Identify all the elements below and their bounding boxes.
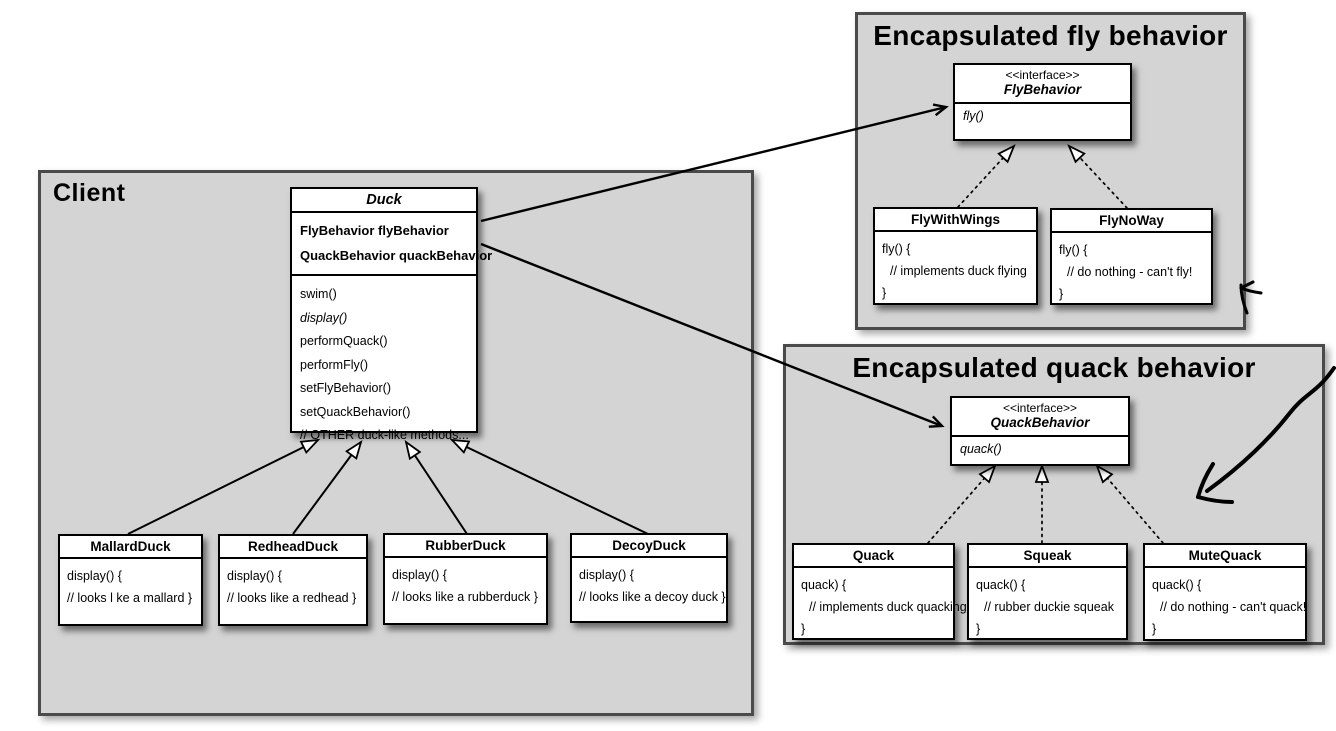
- class-squeak: Squeak quack() { // rubber duckie squeak…: [967, 543, 1128, 640]
- code-line: fly() {: [1059, 243, 1088, 257]
- code-line: }: [882, 286, 887, 300]
- code-line: // rubber duckie squeak: [984, 600, 1114, 614]
- duck-method: setFlyBehavior(): [300, 381, 391, 395]
- class-duck-methods: swim() display() performQuack() performF…: [292, 276, 476, 448]
- code-line: }: [976, 622, 981, 636]
- class-quack: Quack quack) { // implements duck quacki…: [792, 543, 967, 640]
- duck-method: performQuack(): [300, 334, 388, 348]
- class-duck: Duck FlyBehavior flyBehavior QuackBehavi…: [290, 187, 493, 442]
- code-line: // implements duck flying: [890, 264, 1027, 278]
- interface-stereotype: <<interface>>: [1005, 68, 1080, 82]
- class-redheadduck: RedheadDuck display() { // looks like a …: [218, 534, 368, 626]
- code-line: display() {: [67, 569, 122, 583]
- code-line: display() {: [227, 569, 282, 583]
- code-line: quack() {: [1152, 578, 1202, 592]
- interface-flybehavior: <<interface>> FlyBehavior fly(): [953, 63, 1132, 141]
- code-line: }: [801, 622, 806, 636]
- interface-name: QuackBehavior: [990, 415, 1090, 430]
- interface-header: <<interface>> QuackBehavior: [952, 398, 1128, 437]
- class-title: Squeak: [969, 545, 1126, 568]
- class-title: RedheadDuck: [220, 536, 366, 559]
- class-title: RubberDuck: [385, 535, 546, 558]
- duck-method: // OTHER duck-like methods...: [300, 428, 469, 442]
- code-line: // looks like a redhead }: [227, 591, 357, 605]
- code-line: // looks like a rubberduck }: [392, 590, 538, 604]
- duck-attribute: FlyBehavior flyBehavior: [300, 223, 449, 238]
- class-title: Quack: [794, 545, 953, 568]
- duck-method: performFly(): [300, 357, 369, 372]
- class-title: DecoyDuck: [572, 535, 726, 558]
- interface-method: quack(): [960, 442, 1002, 456]
- code-line: display() {: [579, 568, 634, 582]
- class-mallardduck: MallardDuck display() { // looks l ke a …: [58, 534, 203, 626]
- fly-panel-title: Encapsulated fly behavior: [873, 20, 1228, 51]
- code-line: // do nothing - can't quack!: [1160, 600, 1307, 614]
- duck-method: swim(): [300, 287, 337, 301]
- class-duck-title: Duck: [292, 189, 476, 213]
- duck-method: setQuackBehavior(): [300, 404, 411, 419]
- class-title: FlyWithWings: [875, 209, 1036, 232]
- class-title: MuteQuack: [1145, 545, 1305, 568]
- class-duck-attributes: FlyBehavior flyBehavior QuackBehavior qu…: [292, 213, 493, 276]
- class-rubberduck: RubberDuck display() { // looks like a r…: [383, 533, 548, 625]
- class-title: MallardDuck: [60, 536, 201, 559]
- duck-method: display(): [300, 310, 348, 325]
- quack-panel-title: Encapsulated quack behavior: [852, 352, 1256, 383]
- interface-name: FlyBehavior: [1003, 82, 1082, 97]
- code-line: // looks like a decoy duck }: [579, 590, 726, 604]
- interface-method: fly(): [963, 109, 984, 123]
- class-decoyduck: DecoyDuck display() { // looks like a de…: [570, 533, 728, 623]
- client-panel-label: Client: [53, 179, 126, 207]
- code-line: }: [1152, 622, 1157, 636]
- class-flynoway: FlyNoWay fly() { // do nothing - can't f…: [1050, 208, 1213, 305]
- code-line: display() {: [392, 568, 447, 582]
- class-title: FlyNoWay: [1052, 210, 1211, 233]
- code-line: // looks l ke a mallard }: [67, 591, 193, 605]
- code-line: quack) {: [801, 578, 847, 592]
- code-line: fly() {: [882, 242, 911, 256]
- class-mutequack: MuteQuack quack() { // do nothing - can'…: [1143, 543, 1307, 641]
- code-line: quack() {: [976, 578, 1026, 592]
- code-line: // do nothing - can't fly!: [1067, 265, 1193, 279]
- interface-quackbehavior: <<interface>> QuackBehavior quack(): [950, 396, 1130, 466]
- interface-header: <<interface>> FlyBehavior: [955, 65, 1130, 104]
- code-line: }: [1059, 287, 1064, 301]
- code-line: // implements duck quacking: [809, 600, 967, 614]
- class-flywithwings: FlyWithWings fly() { // implements duck …: [873, 207, 1038, 305]
- interface-stereotype: <<interface>>: [1002, 401, 1078, 415]
- duck-attribute: QuackBehavior quackBehavior: [300, 248, 493, 263]
